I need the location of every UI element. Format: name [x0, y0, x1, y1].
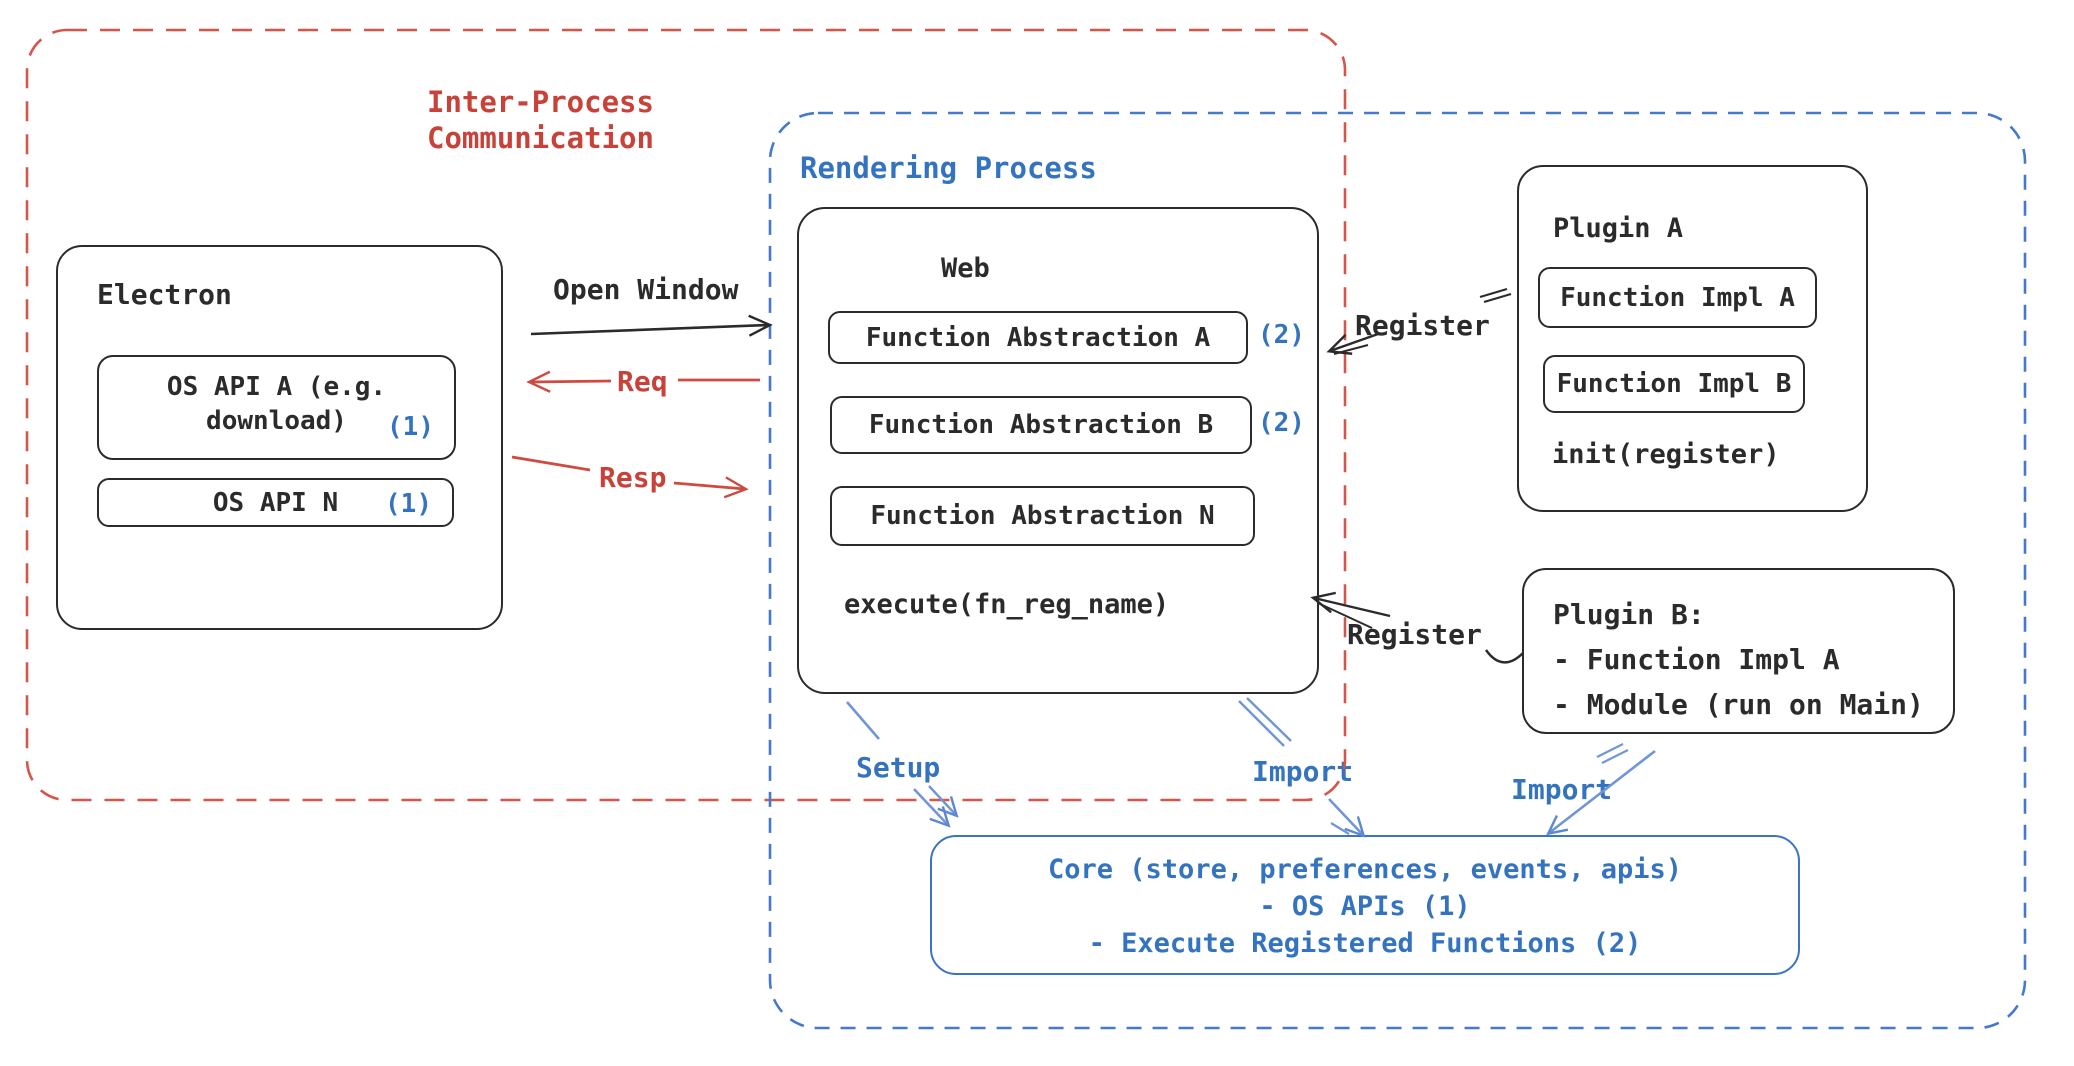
import-web-arrow-upper [1238, 697, 1292, 747]
execute-label: execute(fn_reg_name) [844, 589, 1170, 620]
setup-arrow [913, 788, 951, 828]
ipc-group-label: Inter-Process Communication [427, 84, 654, 157]
os-api-a-line1: OS API A (e.g. [166, 372, 387, 402]
plugin-a-impl-a-label: Function Impl A [1560, 282, 1795, 313]
plugin-a-init-label: init(register) [1552, 439, 1780, 470]
req-arrow [526, 370, 612, 393]
plugin-b-item2: - Module (run on Main) [1553, 688, 1924, 721]
setup-label: Setup [856, 751, 941, 784]
import-plugin-tick [1596, 743, 1629, 764]
register-bottom-label: Register [1347, 618, 1482, 651]
fn-abstraction-n-label: Function Abstraction N [870, 501, 1215, 531]
fn-abstraction-b-badge: (2) [1258, 408, 1305, 438]
register-bottom-arrow [1310, 591, 1391, 618]
ipc-label-line1: Inter-Process [427, 85, 654, 119]
fn-abstraction-a-box: Function Abstraction A [828, 311, 1248, 364]
fn-abstraction-n-box: Function Abstraction N [830, 486, 1255, 546]
core-text: Core (store, preferences, events, apis) … [930, 851, 1800, 962]
import-web-label: Import [1252, 755, 1354, 788]
os-api-a-badge: (1) [387, 412, 434, 442]
core-line1: Core (store, preferences, events, apis) [1048, 854, 1682, 885]
import-plugin-label: Import [1511, 773, 1613, 806]
setup-arrow-extra [928, 785, 959, 818]
resp-arrow-tail [511, 455, 591, 472]
fn-abstraction-b-box: Function Abstraction B [830, 396, 1252, 454]
rendering-group-label: Rendering Process [800, 151, 1097, 185]
open-window-label: Open Window [553, 273, 739, 306]
open-window-arrow [530, 314, 773, 337]
core-line2: - OS APIs (1) [1259, 891, 1471, 922]
import-web-arrow [1328, 798, 1366, 838]
os-api-a-box: OS API A (e.g. download) (1) [97, 355, 456, 460]
plugin-a-title: Plugin A [1553, 213, 1684, 244]
resp-label: Resp [599, 461, 667, 494]
plugin-b-title: Plugin B: [1553, 598, 1705, 631]
plugin-a-impl-b-label: Function Impl B [1556, 369, 1792, 399]
register-top-tick [1479, 288, 1512, 303]
req-label: Req [617, 365, 668, 398]
resp-arrow [673, 476, 749, 499]
fn-abstraction-b-label: Function Abstraction B [868, 410, 1214, 440]
ipc-label-line2: Communication [427, 121, 654, 156]
os-api-n-badge: (1) [385, 489, 432, 519]
import-web-arrow-tick [1330, 822, 1350, 835]
core-line3: - Execute Registered Functions (2) [1088, 928, 1642, 959]
web-title: Web [941, 253, 990, 284]
register-top-label: Register [1355, 309, 1490, 342]
fn-abstraction-a-label: Function Abstraction A [865, 322, 1211, 353]
register-top-arrow-extra [1333, 344, 1369, 355]
plugin-b-text: Plugin B: - Function Impl A - Module (ru… [1553, 592, 1924, 727]
electron-title: Electron [97, 278, 232, 311]
os-api-n-label: OS API N [212, 487, 339, 518]
os-api-n-box: OS API N (1) [97, 478, 454, 527]
setup-arrow-upper [846, 701, 880, 740]
plugin-a-impl-b-box: Function Impl B [1543, 355, 1805, 413]
fn-abstraction-a-badge: (2) [1258, 320, 1305, 350]
plugin-a-impl-a-box: Function Impl A [1538, 267, 1817, 328]
register-bottom-connector [1485, 649, 1524, 664]
plugin-b-item1: - Function Impl A [1553, 643, 1840, 676]
